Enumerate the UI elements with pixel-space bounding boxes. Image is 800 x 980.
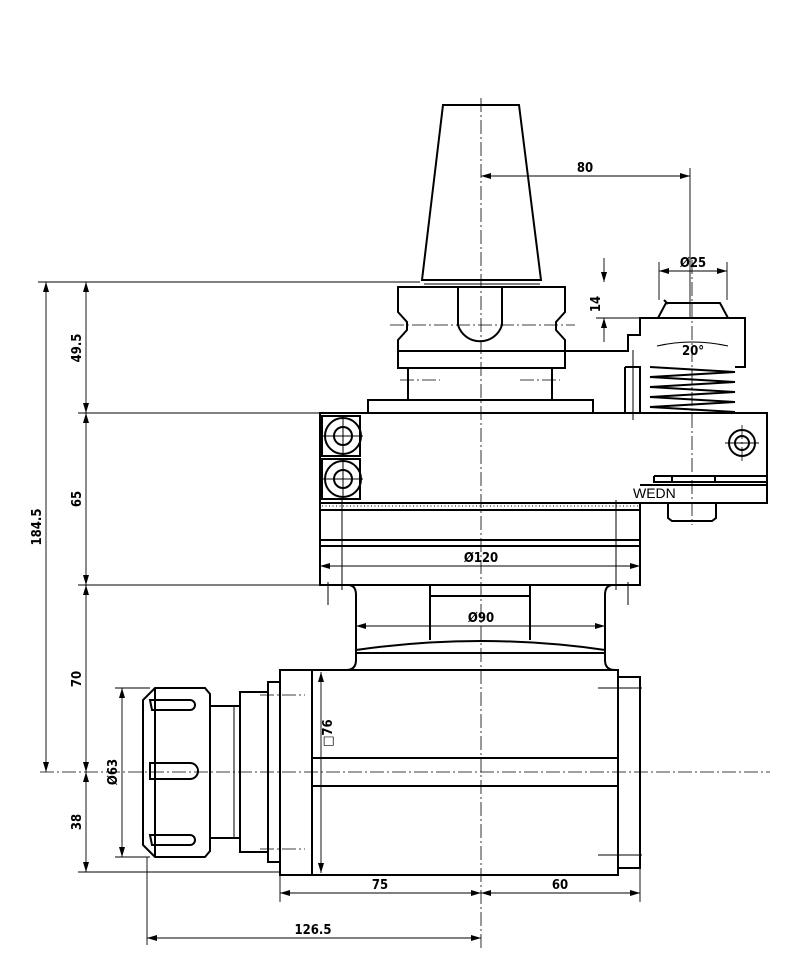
screw-hole-icon	[323, 460, 363, 498]
flange	[390, 286, 575, 369]
dim-38: 38	[70, 814, 85, 830]
stop-plunger	[565, 299, 746, 522]
dim-126-5: 126.5	[295, 923, 332, 938]
screw-hole-icon	[725, 429, 759, 457]
dim-184-5: 184.5	[30, 509, 45, 546]
dim-75: 75	[372, 878, 388, 893]
dim-ring-dia: Ø120	[464, 551, 498, 566]
tool-taper	[420, 104, 543, 285]
collet-nut	[142, 687, 211, 858]
housing	[209, 669, 642, 876]
dim-neck-dia: Ø90	[468, 611, 494, 626]
clamp-block: WEDN	[319, 412, 768, 504]
dim-collet-dia: Ø63	[106, 759, 121, 785]
dim-housing-square: □76	[321, 719, 336, 746]
scale-ring	[319, 500, 641, 590]
dim-angle: 20°	[682, 344, 704, 359]
dimension-lines	[43, 173, 729, 941]
dimension-labels: 80 Ø25 14 20° 49.5 65 184.5 70 38 Ø63 □7…	[30, 161, 706, 938]
dim-49-5: 49.5	[70, 334, 85, 363]
brand-mark: WEDN	[633, 485, 676, 501]
neck	[367, 367, 594, 414]
dim-65: 65	[70, 491, 85, 507]
dim-60: 60	[552, 878, 568, 893]
extension-lines	[38, 168, 728, 945]
dim-plunger-dia: Ø25	[680, 256, 706, 271]
center-lines	[40, 98, 770, 948]
screw-hole-icon	[323, 417, 363, 455]
dim-70: 70	[70, 671, 85, 687]
dim-80: 80	[577, 161, 593, 176]
dim-14: 14	[589, 296, 604, 312]
